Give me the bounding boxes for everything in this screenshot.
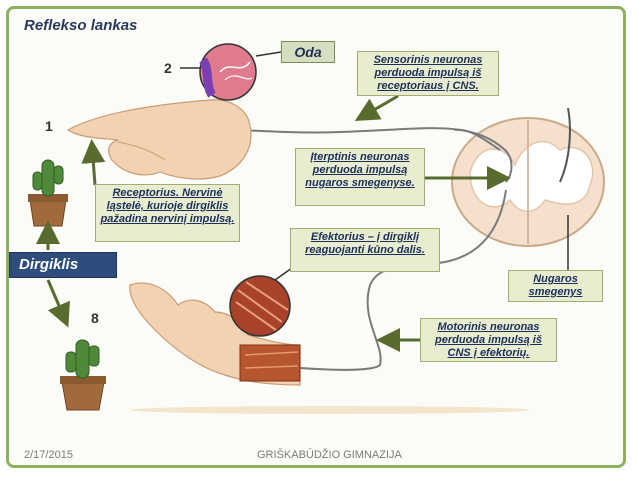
receptor-label: Receptorius. Nervinė ląstelė, kurioje di…	[95, 184, 240, 242]
effector-label: Efektorius – į dirgiklį reaguojanti kūno…	[290, 228, 440, 272]
skin-cell-icon	[199, 43, 257, 101]
step-number-2: 2	[164, 60, 172, 76]
muscle-icon	[229, 275, 291, 337]
skin-label: Oda	[281, 41, 335, 63]
footer-date: 2/17/2015	[24, 449, 73, 461]
interneuron-label: Įterptinis neuronas perduoda impulsą nug…	[295, 148, 425, 206]
stimulus-label: Dirgiklis	[9, 252, 117, 278]
receptor-arrow	[81, 139, 106, 186]
hand-icon	[66, 99, 252, 180]
slide-title: Reflekso lankas	[24, 17, 138, 34]
motor-neuron-path	[299, 189, 507, 371]
step-number-8: 8	[91, 310, 99, 326]
sensory-arrow	[354, 94, 399, 122]
cactus-icon	[60, 339, 106, 411]
muscle-icon	[239, 344, 301, 382]
step-number-1: 1	[45, 118, 53, 134]
cactus-icon	[28, 159, 68, 227]
spinal-cord-label: Nugaros smegenys	[508, 270, 603, 302]
stimulus-arrow-down	[46, 279, 70, 328]
spinal-cord-icon	[451, 117, 605, 247]
footer-school: GRIŠKABŪDŽIO GIMNAZIJA	[257, 449, 402, 461]
spinal-nerve-line	[559, 107, 571, 183]
hand-icon	[129, 282, 301, 386]
motor-neuron-label: Motorinis neuronas perduoda impulsą iš C…	[420, 318, 557, 362]
sensory-neuron-label: Sensorinis neuronas perduoda impulsą iš …	[357, 51, 499, 96]
